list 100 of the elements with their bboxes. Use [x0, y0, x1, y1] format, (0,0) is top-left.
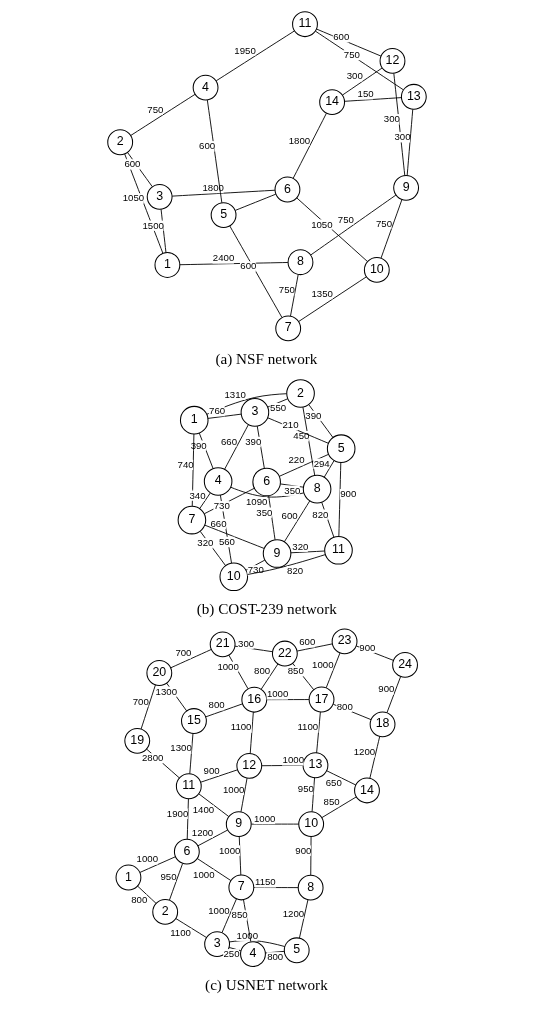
edge-label: 900	[377, 682, 394, 694]
node-circle: 8	[302, 474, 331, 503]
connector	[256, 425, 265, 469]
edge-label: 1200	[353, 745, 375, 757]
connector	[215, 30, 295, 81]
node-circle: 11	[323, 535, 353, 565]
node-circle: 2	[151, 898, 178, 925]
connector	[228, 939, 285, 947]
node-circle: 16	[240, 686, 267, 713]
connector	[221, 897, 237, 933]
connector	[292, 112, 327, 179]
edge-label: 1000	[253, 812, 275, 824]
edge-label: 300	[383, 112, 400, 124]
connector	[309, 835, 311, 876]
edge-label: 750	[146, 103, 163, 115]
edge-label: 1000	[207, 904, 230, 915]
edge-label: 1100	[296, 720, 318, 732]
connector	[315, 711, 321, 753]
edge-label: 1800	[201, 181, 224, 193]
node-circle: 22	[271, 640, 298, 666]
node-circle: 13	[400, 83, 427, 110]
connector	[283, 499, 310, 542]
edge-label: 1300	[155, 685, 177, 697]
edge-label: 750	[343, 48, 360, 60]
connector	[191, 433, 194, 506]
node-circle: 3	[146, 183, 173, 210]
edge-label: 850	[287, 664, 304, 676]
edge-label: 600	[123, 157, 140, 169]
connector	[136, 885, 156, 904]
edge-label: 1000	[222, 783, 244, 795]
edge-label: 1310	[223, 388, 246, 400]
node-circle: 9	[392, 174, 419, 201]
connector	[260, 663, 278, 690]
edge-label: 1300	[169, 741, 192, 753]
node-circle: 6	[274, 176, 300, 202]
connector	[311, 776, 315, 812]
node-circle: 24	[391, 651, 418, 678]
connector	[228, 946, 241, 951]
connector	[223, 423, 249, 470]
connector	[204, 702, 243, 717]
connector	[406, 108, 413, 176]
edge-label: 300	[346, 69, 363, 81]
node-circle: 9	[262, 538, 291, 568]
edge-label: 1500	[141, 219, 164, 231]
edge-label: 820	[286, 564, 303, 576]
edge-label: 800	[336, 700, 353, 712]
edge-label: 390	[304, 409, 321, 421]
connector	[171, 189, 275, 197]
edge-label: 950	[160, 870, 177, 882]
edge-label: 350	[255, 506, 272, 517]
edge-label: 294	[313, 457, 330, 469]
connector	[207, 413, 242, 419]
connector	[297, 275, 367, 322]
node-circle: 10	[297, 810, 324, 837]
node-circle: 4	[239, 940, 266, 967]
edge-label: 950	[297, 782, 314, 794]
edge-label: 1050	[310, 218, 333, 229]
edge-label: 1400	[192, 803, 214, 815]
connector	[178, 261, 288, 265]
edge-label: 150	[357, 87, 374, 99]
node-circle: 8	[297, 874, 324, 901]
edge-label: 350	[283, 484, 300, 496]
node-circle: 12	[235, 752, 262, 779]
node-circle: 10	[363, 256, 390, 283]
connector	[199, 768, 238, 783]
edge-label: 900	[358, 641, 375, 653]
label: (b) COST-239 network	[196, 599, 337, 617]
node-circle: 15	[180, 707, 207, 734]
edge-label: 760	[208, 404, 225, 416]
connector	[196, 829, 228, 846]
edge-label: 1350	[310, 287, 333, 299]
node-circle: 5	[210, 201, 236, 228]
edge-label: 2400	[212, 251, 234, 263]
edge-label: 1200	[282, 907, 304, 919]
edge-label: 650	[325, 776, 342, 788]
edge-label: 900	[339, 487, 356, 499]
node-circle: 9	[225, 810, 252, 837]
connector	[301, 406, 315, 476]
node-circle: 20	[145, 659, 172, 686]
connector	[337, 461, 341, 537]
connector	[250, 823, 299, 825]
node-circle: 11	[291, 10, 318, 37]
connector	[380, 198, 402, 259]
connector	[343, 96, 402, 102]
edge-label: 2800	[141, 751, 163, 763]
connector	[296, 642, 333, 651]
edge-label: 1950	[233, 44, 256, 56]
edge-label: 300	[237, 637, 254, 649]
edge-label: 800	[266, 950, 283, 962]
node-circle: 2	[285, 378, 315, 408]
edge-label: 1090	[245, 495, 267, 507]
connector	[228, 225, 282, 318]
node-circle: 7	[227, 874, 254, 900]
node-circle: 3	[240, 397, 269, 427]
node-circle: 10	[218, 561, 248, 591]
connector	[279, 483, 304, 488]
connector	[196, 857, 231, 881]
connector	[289, 273, 299, 316]
edge-label: 1100	[230, 720, 251, 732]
edge-label: 750	[278, 283, 295, 295]
